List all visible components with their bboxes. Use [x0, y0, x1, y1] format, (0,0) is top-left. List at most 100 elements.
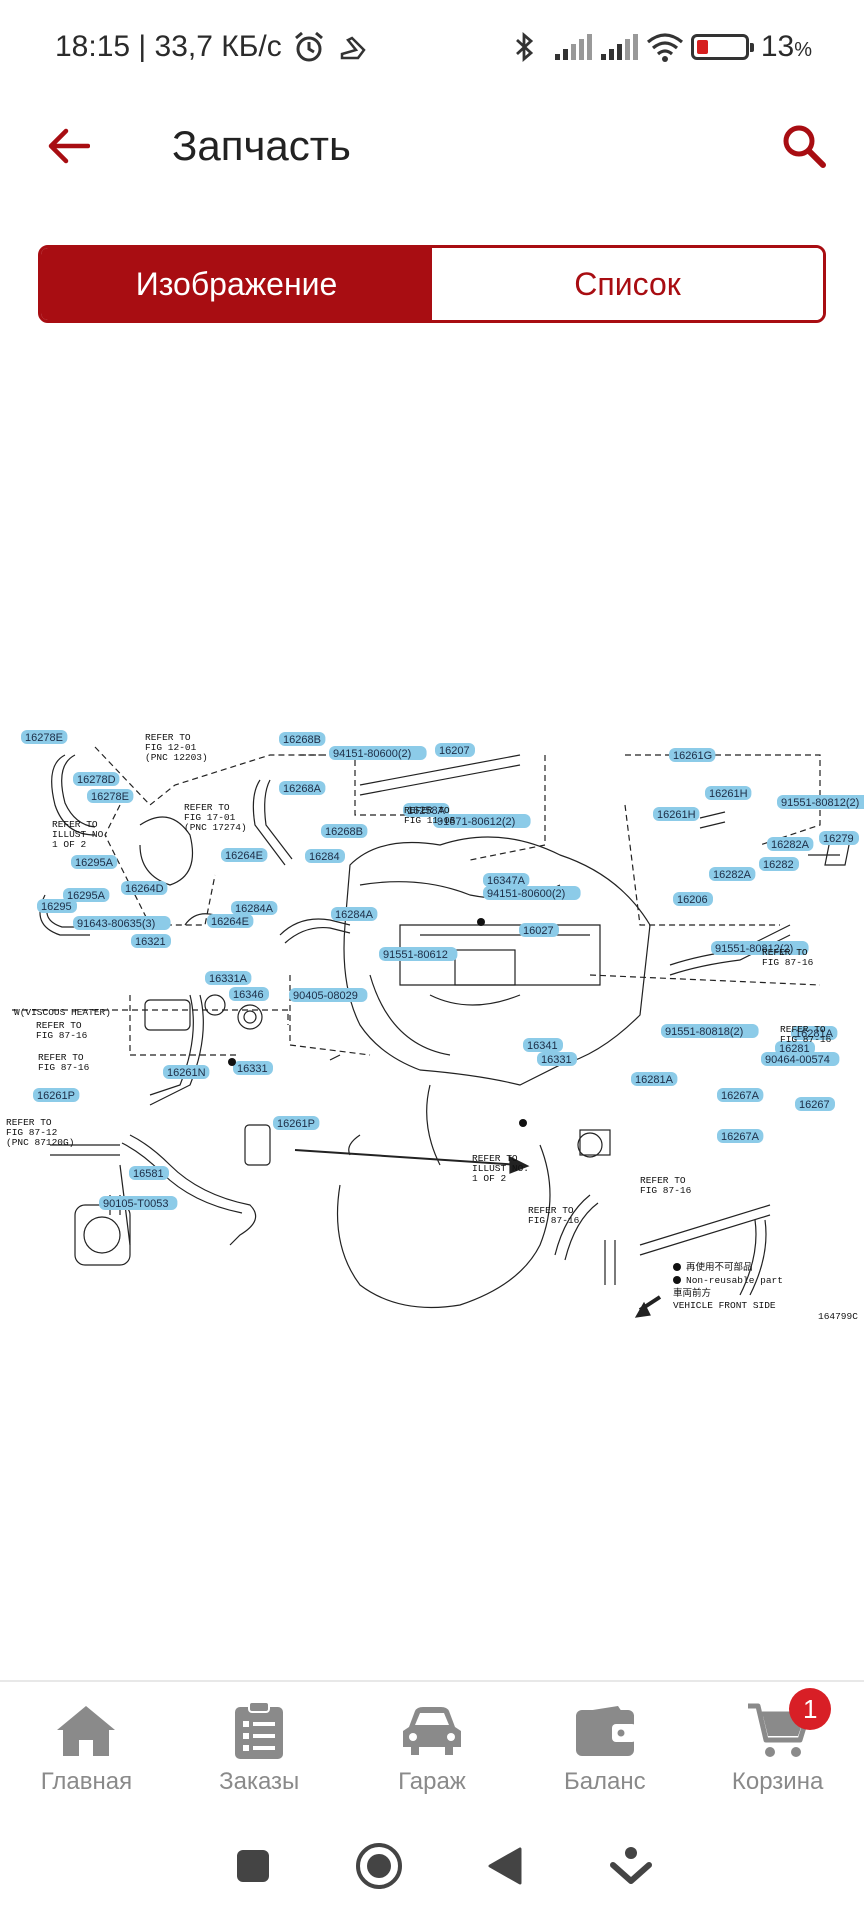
front-en: VEHICLE FRONT SIDE — [673, 1300, 776, 1311]
part-number: 16346 — [233, 989, 264, 1001]
nav-orders[interactable]: Заказы — [173, 1682, 346, 1812]
part-label[interactable]: 16282A — [709, 867, 756, 881]
part-label[interactable]: 16027 — [519, 923, 559, 937]
part-label[interactable]: 16261P — [33, 1088, 80, 1102]
part-number: 16264E — [211, 916, 249, 928]
back-system-button[interactable] — [475, 1836, 535, 1896]
nav-home[interactable]: Главная — [0, 1682, 173, 1812]
part-number: 16281A — [795, 1028, 834, 1040]
part-number: 16347A — [487, 875, 526, 887]
part-label[interactable]: 91671-80612(2) — [433, 814, 531, 828]
part-label[interactable]: 90464-00574 — [761, 1052, 840, 1066]
part-label-bg — [329, 746, 427, 760]
part-label[interactable]: 16264D — [121, 881, 168, 895]
back-button[interactable] — [40, 118, 96, 174]
part-label[interactable]: 16278D — [73, 772, 120, 786]
part-label[interactable]: 16267A — [717, 1088, 764, 1102]
part-label[interactable]: 94151-80600(2) — [329, 746, 427, 760]
part-label[interactable]: 91551-80812(2) — [711, 941, 809, 955]
part-label-bg — [207, 914, 254, 928]
part-label-bg — [709, 867, 756, 881]
part-label[interactable]: 16264E — [207, 914, 254, 928]
part-label[interactable]: 16268B — [279, 732, 326, 746]
battery-level — [696, 40, 708, 54]
part-label[interactable]: 16282A — [767, 837, 814, 851]
part-label[interactable]: 16347A — [483, 873, 530, 887]
part-label[interactable]: 16261N — [163, 1065, 210, 1079]
part-number: 16268A — [283, 783, 322, 795]
app-bar: Запчасть — [0, 98, 864, 210]
search-button[interactable] — [774, 116, 834, 176]
part-label[interactable]: 90405-08029 — [289, 988, 368, 1002]
part-label-bg — [273, 1116, 320, 1130]
part-label[interactable]: 16261P — [273, 1116, 320, 1130]
part-label[interactable]: 94151-80600(2) — [483, 886, 581, 900]
part-label[interactable]: 16278E — [21, 730, 68, 744]
part-label[interactable]: 16284A — [231, 901, 278, 915]
part-label[interactable]: 91551-80612 — [379, 947, 458, 961]
nav-garage[interactable]: Гараж — [346, 1682, 519, 1812]
part-label-bg — [483, 886, 581, 900]
part-number: 16264E — [225, 850, 263, 862]
part-label-bg — [761, 1052, 840, 1066]
part-label[interactable]: 16331A — [205, 971, 252, 985]
part-label[interactable]: 90105-T0053 — [99, 1196, 178, 1210]
part-label[interactable]: 16261H — [705, 786, 752, 800]
tab-list[interactable]: Список — [432, 248, 823, 320]
part-label-bg — [705, 786, 752, 800]
part-label[interactable]: 16206 — [673, 892, 713, 906]
assistant-button[interactable] — [601, 1836, 661, 1896]
part-label[interactable]: 91551-80818(2) — [661, 1024, 759, 1038]
recents-button[interactable] — [223, 1836, 283, 1896]
part-label[interactable]: 16284 — [305, 849, 345, 863]
part-label-bg — [819, 831, 859, 845]
part-label[interactable]: 91643-80635(3) — [73, 916, 171, 930]
part-label[interactable]: 16295A — [63, 888, 110, 902]
part-label[interactable]: 16267 — [795, 1097, 835, 1111]
part-label[interactable]: 16261G — [669, 748, 716, 762]
part-label[interactable]: 16258A — [403, 803, 450, 817]
nav-cart[interactable]: 1 Корзина — [691, 1682, 864, 1812]
part-label[interactable]: 16264E — [221, 848, 268, 862]
system-navigation-bar — [0, 1812, 864, 1920]
part-label-bg — [669, 748, 716, 762]
part-labels: 16278E16278D16278E16295A16295A1629516268… — [21, 730, 864, 1210]
part-label[interactable]: 16207 — [435, 743, 475, 757]
part-label-bg — [795, 1097, 835, 1111]
part-label[interactable]: 91551-80812(2) — [777, 795, 864, 809]
part-label[interactable]: 16268A — [279, 781, 326, 795]
part-number: 16267 — [799, 1099, 830, 1111]
part-label[interactable]: 16346 — [229, 987, 269, 1001]
home-system-button[interactable] — [349, 1836, 409, 1896]
part-label[interactable]: 16278E — [87, 789, 134, 803]
part-label[interactable]: 16331 — [233, 1061, 273, 1075]
part-label-bg — [717, 1088, 764, 1102]
part-label[interactable]: 16281A — [631, 1072, 678, 1086]
part-label[interactable]: 16295 — [37, 899, 77, 913]
part-number: 16341 — [527, 1040, 558, 1052]
part-label[interactable]: 16281A — [791, 1026, 838, 1040]
part-number: 16279 — [823, 833, 854, 845]
part-number: 90105-T0053 — [103, 1198, 168, 1210]
part-label[interactable]: 16267A — [717, 1129, 764, 1143]
part-label[interactable]: 16282 — [759, 857, 799, 871]
part-label[interactable]: 16331 — [537, 1052, 577, 1066]
part-label[interactable]: 16284A — [331, 907, 378, 921]
part-label[interactable]: 16261H — [653, 807, 700, 821]
part-label[interactable]: 16321 — [131, 934, 171, 948]
part-label-bg — [279, 732, 326, 746]
bluetooth-icon — [507, 30, 541, 64]
part-label[interactable]: 16279 — [819, 831, 859, 845]
part-label-bg — [775, 1041, 815, 1055]
part-label[interactable]: 16581 — [129, 1166, 169, 1180]
part-label[interactable]: 16341 — [523, 1038, 563, 1052]
part-label[interactable]: 16268B — [321, 824, 368, 838]
part-label[interactable]: 16295A — [71, 855, 118, 869]
nav-balance[interactable]: Баланс — [518, 1682, 691, 1812]
part-label-bg — [163, 1065, 210, 1079]
part-number: 16282A — [771, 839, 810, 851]
tab-image[interactable]: Изображение — [41, 248, 432, 320]
